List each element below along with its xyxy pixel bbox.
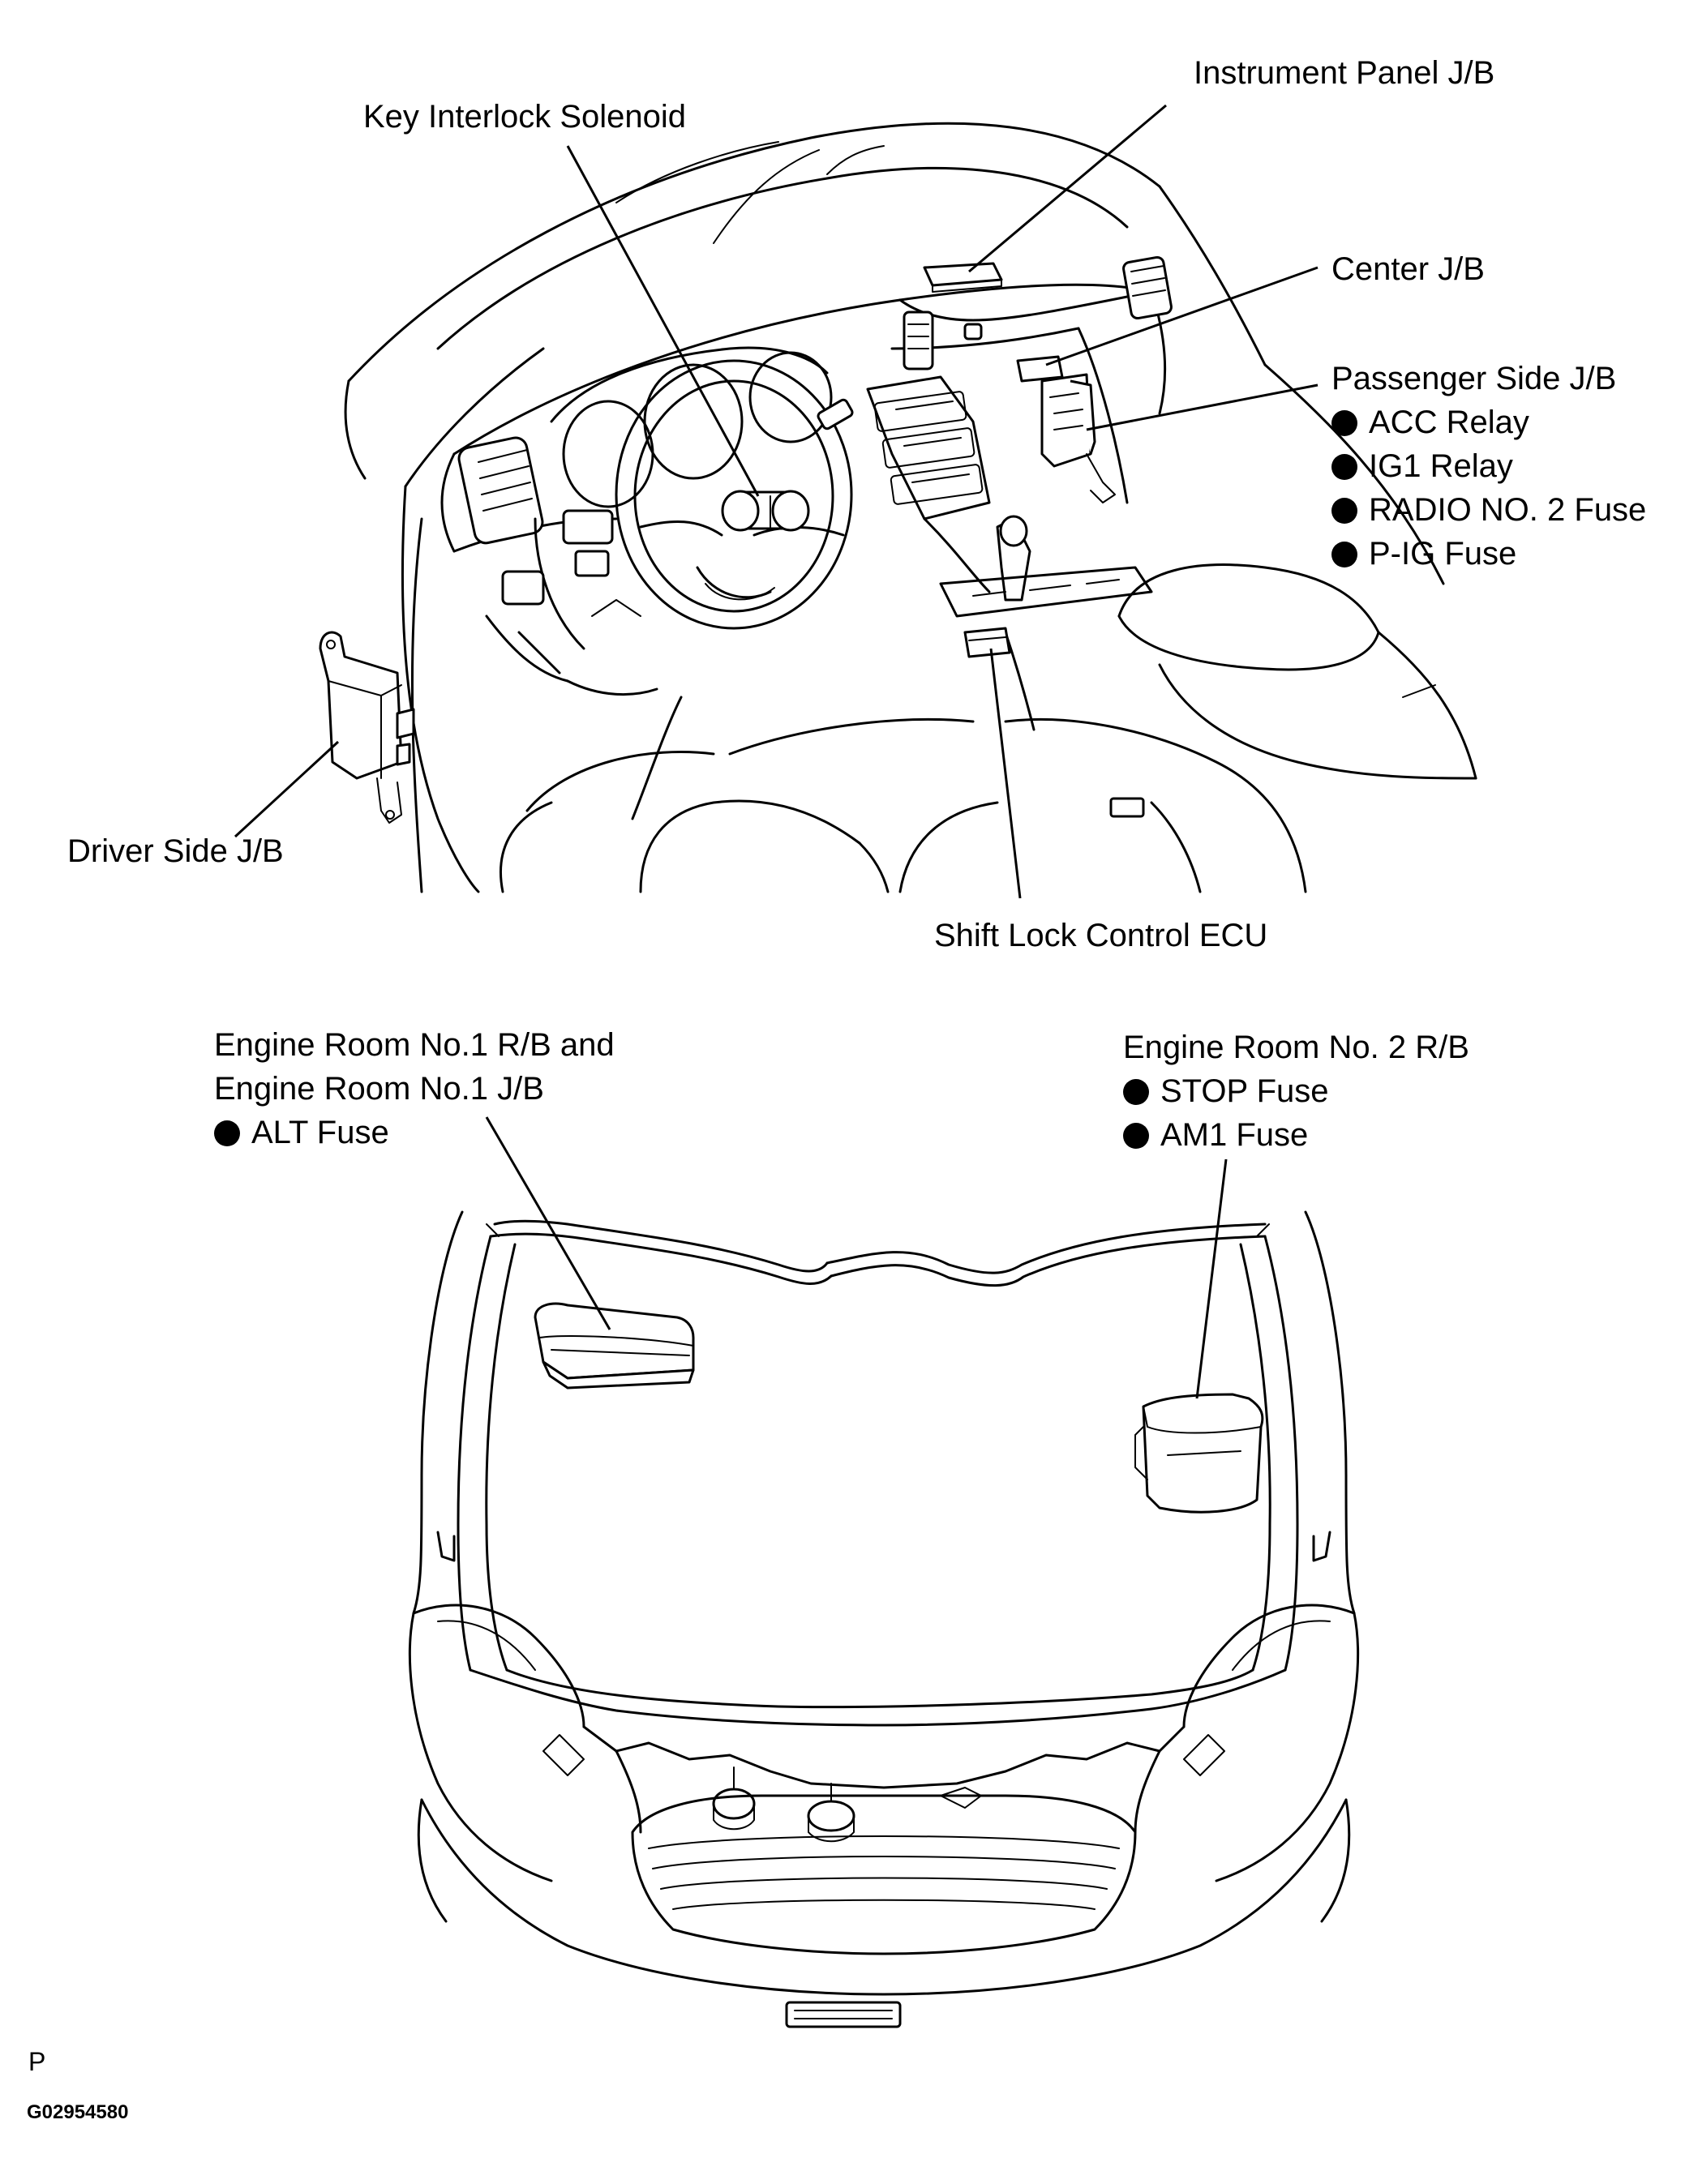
bullet-dot-icon [214,1120,240,1146]
passenger-side-jb-part [1040,373,1116,503]
list-item: ALT Fuse [214,1111,615,1154]
label-engine-room-no1: Engine Room No.1 R/B and Engine Room No.… [214,1023,615,1154]
figure-code: G02954580 [27,2101,129,2123]
list-item: ACC Relay [1331,400,1646,444]
label-text: Shift Lock Control ECU [934,918,1268,953]
list-item: RADIO NO. 2 Fuse [1331,488,1646,532]
label-key-interlock-solenoid: Key Interlock Solenoid [363,95,686,139]
list-item: AM1 Fuse [1123,1113,1469,1157]
leader-instrument-panel [968,104,1167,273]
list-item: IG1 Relay [1331,444,1646,488]
label-engine-room-no2: Engine Room No. 2 R/B STOP Fuse AM1 Fuse [1123,1026,1469,1157]
label-line: Engine Room No.1 J/B [214,1071,544,1107]
leader-center-jb [1045,266,1319,366]
bullet-dot-icon [1331,454,1357,480]
label-text: Key Interlock Solenoid [363,99,687,135]
label-text: Instrument Panel J/B [1194,55,1495,91]
label-passenger-side-jb: Passenger Side J/B ACC Relay IG1 Relay R… [1331,357,1646,576]
driver-side-jb-part [319,631,415,824]
label-title: Passenger Side J/B [1331,361,1617,396]
footer-letter: P [28,2047,46,2076]
engine-room-no1-rb-part [534,1302,695,1390]
label-center-jb: Center J/B [1331,247,1485,291]
leader-lines [234,104,1319,1399]
bullet-dot-icon [1331,410,1357,436]
leader-engine-room-no1 [485,1116,611,1330]
label-shift-lock-control-ecu: Shift Lock Control ECU [934,914,1267,957]
bullet-dot-icon [1123,1079,1149,1105]
instrument-panel-jb-part [923,262,1003,293]
label-line: Engine Room No.1 R/B and [214,1027,615,1063]
leader-shift-lock [989,648,1022,899]
vehicle-interior-drawing [344,122,1477,893]
leader-driver-side [234,740,340,838]
leader-passenger-side [1086,383,1319,431]
shift-lock-control-ecu-part [963,627,1011,658]
engine-room-no2-rb-part [1134,1393,1264,1514]
leader-key-interlock [566,145,760,497]
label-text: Center J/B [1331,251,1485,287]
label-text: Driver Side J/B [67,833,284,869]
bullet-dot-icon [1331,498,1357,524]
bullet-dot-icon [1123,1123,1149,1149]
list-item: P-IG Fuse [1331,532,1646,576]
leader-engine-room-no2 [1195,1158,1228,1399]
list-item: STOP Fuse [1123,1069,1469,1113]
bullet-dot-icon [1331,542,1357,567]
label-instrument-panel-jb: Instrument Panel J/B [1194,51,1494,95]
label-title: Engine Room No. 2 R/B [1123,1030,1469,1065]
vehicle-front-drawing [408,1210,1360,2028]
label-driver-side-jb: Driver Side J/B [67,829,284,873]
